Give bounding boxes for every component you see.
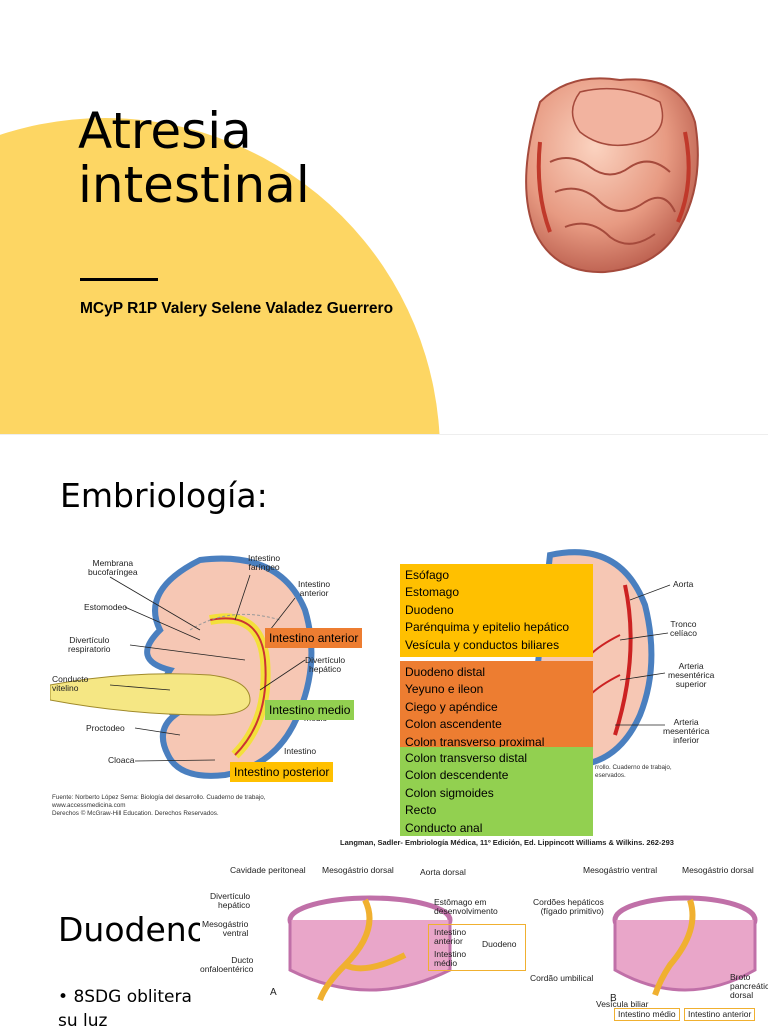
label-cordoes-hepaticos: Cordões hepáticos (fígado primitivo) (533, 897, 604, 916)
reference-citation: Langman, Sadler- Embriología Médica, 11º… (340, 838, 674, 847)
label-cavidade-peritoneal: Cavidade peritoneal (230, 865, 306, 875)
figure-credit-left: Fuente: Norberto López Serna: Biología d… (52, 794, 266, 817)
label-cloaca: Cloaca (108, 755, 135, 765)
label-diverticulo-hepatico-a: Divertículo hepático (210, 891, 251, 910)
label-cordao-umbilical: Cordão umbilical (530, 973, 594, 983)
label-vesicula-biliar: Vesícula biliar (596, 999, 649, 1009)
tag-intestino-posterior: Intestino posterior (230, 762, 334, 782)
label-arteria-mesenterica-inferior: Arteria mesentérica inferior (663, 717, 710, 745)
tag-intestino-medio: Intestino medio (265, 700, 355, 720)
figure-b-letter: B (610, 993, 617, 1004)
section-heading-embriologia: Embriología: (60, 476, 268, 515)
label-membrana-bucofaringea: Membrana bucofaríngea (88, 558, 138, 577)
label-intestino-anterior-b: Intestino anterior (684, 1008, 756, 1021)
bullet-icon: • (58, 987, 74, 1007)
box_foregut-item: Vesícula y conductos biliares (405, 637, 560, 652)
bullet-text: 8SDG oblitera su luz (58, 987, 192, 1031)
label-mesogastrio-ventral-a: Mesogástrio ventral (202, 919, 249, 938)
box_foregut-item: Esófago (405, 568, 450, 582)
label-duodeno: Duodeno (482, 939, 517, 949)
label-arteria-mesenterica-superior: Arteria mesentérica superior (668, 661, 715, 689)
box_midgut-item: Colon transverso proximal (405, 734, 545, 747)
box_hindgut-item: Colon sigmoides (405, 785, 494, 800)
title-slide: Atresia intestinal MCyP R1P Valery Selen… (0, 0, 768, 434)
bullet-item: • 8SDG oblitera su luz (58, 985, 192, 1033)
figure-credit-right: rrollo. Cuaderno de trabajo, eservados. (595, 764, 672, 779)
label-diverticulo-hepatico: Divertículo hepático (305, 655, 346, 674)
label-aorta-dorsal: Aorta dorsal (420, 867, 466, 877)
label-aorta: Aorta (673, 579, 694, 589)
box_foregut-item: Duodeno (405, 602, 454, 617)
box_foregut-item: Esbozo pancreático (405, 654, 593, 657)
label-intestino: Intestino (284, 746, 317, 756)
figure-b-drawing (612, 895, 758, 996)
label-proctodeo: Proctodeo (86, 723, 125, 733)
duodeno-figure: Cavidade peritoneal Mesogástrio dorsal A… (200, 860, 768, 1024)
slide-title: Atresia intestinal (78, 102, 310, 214)
title-divider (80, 278, 158, 281)
label-mesogastrio-ventral-b: Mesogástrio ventral (583, 865, 658, 875)
label-estomodeo: Estomodeo (84, 602, 127, 612)
box_midgut-item: Duodeno distal (405, 665, 486, 679)
label-intestino-anterior: Intestino anterior (298, 579, 331, 598)
label-intestino-medio-a: Intestino médio (434, 949, 467, 968)
box_foregut-item: Estomago (405, 585, 460, 600)
box_hindgut-item: Recto (405, 803, 437, 818)
box_midgut-item: Colon ascendente (405, 717, 502, 732)
intestine-illustration-icon (510, 62, 710, 282)
label-intestino-anterior-a: Intestino anterior (434, 927, 467, 946)
label-tronco-celiaco: Tronco celíaco (670, 619, 697, 638)
label-intestino-faringeo: Intestino faríngeo (248, 553, 281, 572)
label-ducto-onfaloenterico: Ducto onfaloentérico (200, 955, 254, 974)
box_hindgut-item: Colon transverso distal (405, 751, 528, 765)
embryo-diagram-left (50, 555, 315, 779)
box_hindgut-item: Colon descendente (405, 768, 509, 783)
label-estomago: Estômago em desenvolvimento (434, 897, 498, 916)
duodeno-bracket-box (428, 924, 526, 971)
box_hindgut-item: Conducto anal (405, 820, 483, 835)
section-heading-duodeno: Duodeno (58, 910, 207, 949)
label-diverticulo-respiratorio: Divertículo respiratorio (68, 635, 111, 654)
box_midgut-item: Yeyuno e ileon (405, 682, 484, 697)
box_midgut-item: Ciego y apéndice (405, 699, 498, 714)
author-line: MCyP R1P Valery Selene Valadez Guerrero (80, 300, 394, 317)
label-intestino-medio-b: Intestino médio (614, 1008, 680, 1021)
box_foregut-item: Parénquima y epitelio hepático (405, 620, 570, 635)
figure-a-drawing (287, 895, 453, 1002)
label-conducto-vitelino: Conducto vitelino (52, 674, 89, 693)
figure-a-letter: A (270, 987, 277, 998)
slide-divider (0, 434, 768, 435)
label-mesogastrio-dorsal-b: Mesogástrio dorsal (682, 865, 754, 875)
label-broto-pancreatico: Broto pancreático dorsal (730, 972, 768, 1000)
tag-intestino-anterior: Intestino anterior (265, 628, 363, 648)
label-mesogastrio-dorsal-a: Mesogástrio dorsal (322, 865, 394, 875)
